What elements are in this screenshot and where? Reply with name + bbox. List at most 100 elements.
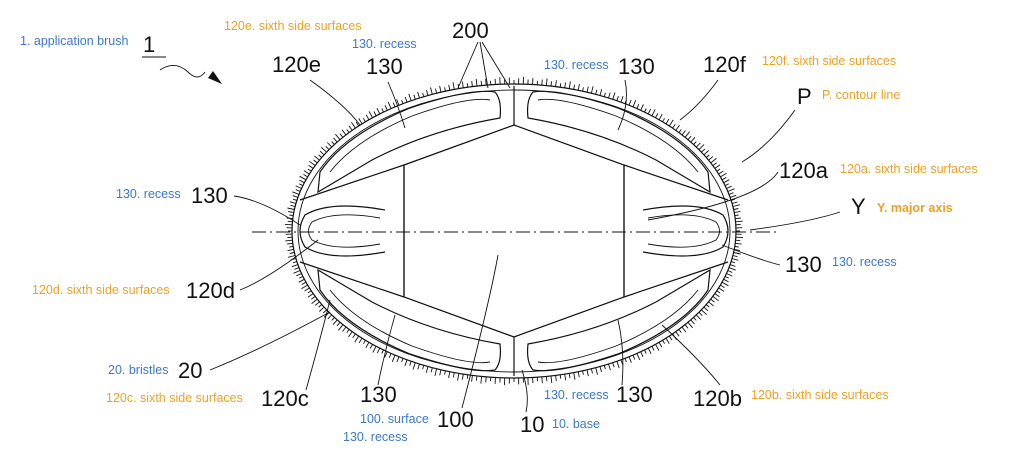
bristle xyxy=(701,309,707,316)
label-10: 10 xyxy=(520,412,544,437)
bristle xyxy=(291,264,299,268)
bristle xyxy=(624,358,627,363)
bristle xyxy=(721,177,727,181)
bristle xyxy=(555,80,557,87)
bristle xyxy=(309,160,316,166)
label-130-right: 130 xyxy=(785,252,822,277)
bristle xyxy=(396,99,400,106)
caption-120a: 120a. sixth side surfaces xyxy=(840,162,978,176)
recesses xyxy=(299,90,729,372)
bristle xyxy=(733,252,741,255)
bristle xyxy=(387,101,392,109)
bristle xyxy=(325,145,330,151)
bristle xyxy=(358,337,363,344)
caption-130-right: 130. recess xyxy=(832,255,897,269)
bristle xyxy=(727,188,735,192)
bristle xyxy=(293,270,301,274)
caption-100: 100. surface xyxy=(360,412,429,426)
bristle xyxy=(636,353,641,361)
bristle xyxy=(728,192,734,195)
bristle xyxy=(636,104,640,109)
label-1: 1 xyxy=(143,32,155,57)
bristle xyxy=(599,89,603,96)
caption-130-bottom-right: 130. recess xyxy=(544,388,609,402)
bristle xyxy=(693,317,697,321)
bristle xyxy=(586,86,589,93)
bristle xyxy=(311,296,316,300)
bristle xyxy=(644,108,647,113)
bristle xyxy=(712,162,717,166)
captions: 1. application brush 120e. sixth side su… xyxy=(20,19,978,444)
bristle xyxy=(708,301,714,307)
bristle xyxy=(289,214,294,217)
label-100: 100 xyxy=(437,407,474,432)
bristle xyxy=(348,331,353,338)
bristle xyxy=(735,217,741,220)
bristle xyxy=(384,351,388,358)
bristle xyxy=(603,92,606,97)
label-120b: 120b xyxy=(693,386,742,411)
bristle xyxy=(727,270,733,273)
bristle xyxy=(376,347,381,354)
bristle xyxy=(365,342,370,349)
bristle xyxy=(590,368,593,374)
bristle xyxy=(687,135,692,140)
bristle xyxy=(401,99,404,104)
bristle xyxy=(714,164,721,169)
bristle xyxy=(550,81,553,87)
label-120d: 120d xyxy=(186,278,235,303)
label-120e: 120e xyxy=(272,52,321,77)
bristle xyxy=(734,248,740,251)
bristle xyxy=(599,366,602,373)
bristle xyxy=(376,107,381,115)
label-130-bottom-left: 130 xyxy=(360,382,397,407)
bristle xyxy=(307,293,314,298)
bristle xyxy=(461,81,464,88)
label-120f: 120f xyxy=(703,52,747,77)
bristle xyxy=(582,87,584,92)
caption-130-top-right: 130. recess xyxy=(544,58,609,72)
bristle xyxy=(672,123,676,129)
bristle xyxy=(444,87,446,92)
bristle xyxy=(311,298,318,304)
bristle xyxy=(708,156,714,161)
bristle xyxy=(684,131,690,138)
bristle xyxy=(568,81,571,89)
bristle xyxy=(577,371,580,378)
bristle xyxy=(412,362,416,370)
bristle xyxy=(706,304,710,308)
bristle xyxy=(354,335,360,343)
bristle xyxy=(471,375,473,382)
bristle xyxy=(355,121,360,127)
outer-contour xyxy=(291,83,737,379)
bristle xyxy=(307,290,312,294)
bristle xyxy=(292,261,298,264)
bristle xyxy=(716,168,721,172)
bristle xyxy=(408,93,412,101)
bristle xyxy=(322,309,327,314)
bristle xyxy=(336,322,341,327)
bristle xyxy=(716,290,721,294)
bristle xyxy=(457,373,460,381)
bristle xyxy=(559,83,562,88)
bristle xyxy=(706,154,710,158)
bristle xyxy=(289,201,297,204)
bristle xyxy=(647,108,652,115)
caption-Y: Y. major axis xyxy=(877,201,953,215)
bristle xyxy=(485,78,487,86)
bristle xyxy=(731,201,738,204)
bristle xyxy=(319,150,325,156)
label-120a: 120a xyxy=(779,158,829,183)
bristle xyxy=(358,118,363,125)
bristle xyxy=(668,119,674,127)
bristle xyxy=(466,83,469,88)
bristle xyxy=(352,333,356,339)
bristle xyxy=(640,104,644,111)
bristle xyxy=(301,284,308,290)
bristle xyxy=(632,100,637,108)
base-facets xyxy=(299,86,729,376)
bristle xyxy=(287,207,295,210)
bristle xyxy=(628,356,632,363)
bristle xyxy=(658,342,663,348)
bristle xyxy=(461,374,464,380)
